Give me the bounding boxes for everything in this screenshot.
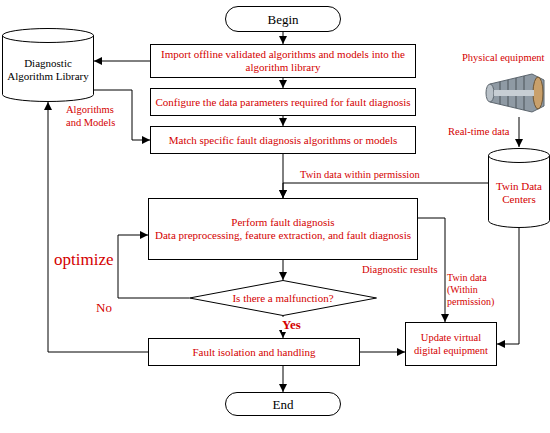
node-text: End (273, 398, 294, 411)
cylinder-top (3, 29, 94, 43)
edge-label: No (96, 300, 112, 315)
node-text-area: Fault isolation and handling (149, 339, 359, 365)
node-text-area: End (226, 393, 340, 415)
turbine-illustration (486, 74, 544, 112)
process-box: Fault isolation and handling (148, 338, 360, 366)
node-text: Match specific fault diagnosis algorithm… (169, 134, 398, 147)
node-text-area: Twin Data Centers (488, 148, 550, 228)
turbine-inlet (486, 84, 494, 102)
node-text: Data preprocessing, feature extraction, … (155, 229, 411, 242)
node-text-area: Configure the data parameters required f… (151, 89, 415, 115)
process-box: Update virtual digital equipment (405, 322, 497, 366)
decision-diamond: Is there a malfunction? (189, 280, 377, 316)
connector (48, 102, 148, 352)
connector (283, 366, 284, 392)
annotation-label: Real-time data (448, 126, 510, 138)
process-box: Match specific fault diagnosis algorithm… (150, 126, 416, 154)
process-box: Perform fault diagnosisData preprocessin… (148, 198, 418, 260)
database-cylinder: Diagnostic Algorithm Library (2, 28, 94, 102)
turbine-body (490, 74, 544, 112)
node-text-area: Begin (226, 7, 340, 31)
node-text-area: Update virtual digital equipment (406, 323, 496, 365)
edge-label: Twin data within permission (300, 169, 420, 182)
connector (283, 116, 284, 126)
connector (283, 183, 488, 198)
node-text: Diagnostic Algorithm Library (5, 57, 91, 83)
connector (94, 61, 150, 62)
cylinder-top (489, 149, 550, 163)
annotation-label: Physical equipment (462, 52, 545, 64)
process-box: Import offline validated algorithms and … (150, 44, 416, 78)
node-text: Begin (267, 13, 298, 26)
node-text-area: Diagnostic Algorithm Library (2, 28, 94, 102)
edge-label: optimize (54, 250, 113, 269)
connector (283, 260, 284, 280)
node-text: Twin Data Centers (491, 180, 547, 206)
node-text: Perform fault diagnosis (231, 216, 334, 229)
node-text-area: Is there a malfunction? (189, 280, 377, 316)
terminal-box: End (225, 392, 341, 416)
connector (283, 32, 284, 44)
connector (283, 78, 284, 88)
edge-label: Algorithms and Models (66, 104, 126, 129)
node-text: Is there a malfunction? (232, 292, 333, 305)
diamond-shape (190, 281, 377, 316)
edge-label: Yes (282, 317, 301, 332)
terminal-box: Begin (225, 6, 341, 32)
node-text-area: Perform fault diagnosisData preprocessin… (149, 199, 417, 259)
turbine-shaft (494, 90, 534, 96)
real-time-data-line (519, 117, 520, 147)
node-text: Configure the data parameters required f… (155, 96, 410, 109)
node-text: Update virtual digital equipment (410, 331, 492, 357)
process-box: Configure the data parameters required f… (150, 88, 416, 116)
connector (360, 352, 405, 353)
edge-label: Diagnostic results (362, 264, 438, 277)
node-text: Fault isolation and handling (192, 346, 315, 359)
node-text-area: Import offline validated algorithms and … (151, 45, 415, 77)
cylinder-body (489, 155, 550, 228)
node-text-area: Match specific fault diagnosis algorithm… (151, 127, 415, 153)
cylinder-body (3, 35, 94, 101)
turbine-fan (533, 77, 543, 109)
edge-label: Twin data (Within permission) (447, 272, 517, 308)
node-text: Import offline validated algorithms and … (155, 48, 411, 74)
database-cylinder: Twin Data Centers (488, 148, 550, 228)
